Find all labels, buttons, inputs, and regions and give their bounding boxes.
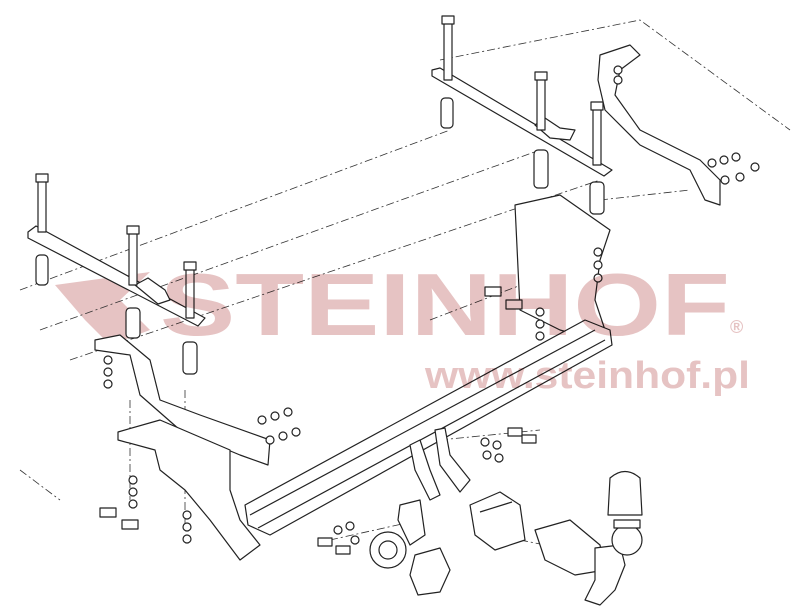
electrical-socket — [369, 499, 451, 596]
right-side-plate — [484, 194, 611, 341]
steinhof-watermark: STEINHOF ® www.steinhof.pl — [160, 255, 750, 397]
right-side-bracket — [597, 44, 760, 206]
upper-left-clamp-plate — [27, 173, 206, 375]
main-crossbar — [244, 319, 613, 536]
watermark-url: www.steinhof.pl — [424, 355, 750, 397]
socket-bracket — [469, 491, 526, 551]
tow-ball-assembly — [534, 470, 643, 606]
left-side-bracket — [94, 334, 301, 466]
watermark-registered: ® — [730, 317, 743, 337]
left-side-plate — [99, 419, 261, 561]
center-fasteners — [317, 427, 537, 555]
watermark-brand: STEINHOF — [160, 255, 730, 354]
upper-right-clamp-plate — [431, 15, 613, 215]
